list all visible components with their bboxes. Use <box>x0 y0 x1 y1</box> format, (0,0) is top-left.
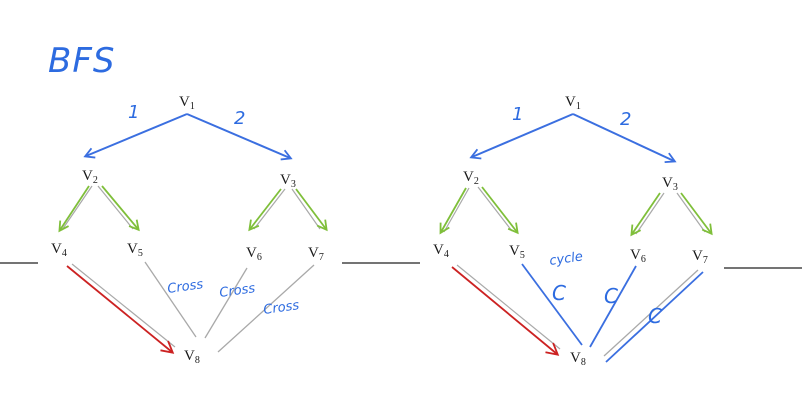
svg-text:V5: V5 <box>127 241 143 259</box>
node-v1: V1 <box>565 94 581 112</box>
svg-text:V4: V4 <box>51 241 67 259</box>
svg-text:V4: V4 <box>433 242 449 260</box>
svg-text:V5: V5 <box>509 243 525 261</box>
node-v4: V4 <box>433 242 449 260</box>
edge-v3-v6-gray <box>253 188 286 230</box>
annotation-cross-2: Cross <box>218 281 256 301</box>
svg-text:V6: V6 <box>246 245 262 263</box>
cycle-edge-v5-v8 <box>521 263 583 346</box>
node-v7: V7 <box>692 248 708 266</box>
left-graph: 1 2 Cross Cross Cross V1 V2 V3 V4 V5 V6 … <box>51 94 328 366</box>
svg-text:V1: V1 <box>565 94 581 112</box>
annotation-cross-3: Cross <box>262 298 300 318</box>
svg-text:V2: V2 <box>463 169 479 187</box>
annotation-c-3: C <box>648 304 662 328</box>
edge-v2-v5 <box>101 185 140 232</box>
edge-v4-v8 <box>451 266 560 356</box>
annotation-cycle: cycle <box>548 249 583 269</box>
order-label-2: 2 <box>234 108 245 129</box>
edge-v2-v4 <box>439 187 467 235</box>
node-v2: V2 <box>463 169 479 187</box>
node-v5: V5 <box>127 241 143 259</box>
svg-text:V8: V8 <box>570 350 586 368</box>
node-v8: V8 <box>184 348 200 366</box>
svg-text:V6: V6 <box>630 247 646 265</box>
annotation-c-2: C <box>604 284 618 308</box>
edge-v3-v7-gray <box>676 192 706 233</box>
order-label-1: 1 <box>512 104 523 125</box>
divider-lines <box>0 262 802 269</box>
edge-v3-v7 <box>680 192 713 236</box>
node-v6: V6 <box>246 245 262 263</box>
cycle-edge-v7-v8-gray <box>603 269 699 357</box>
node-v5: V5 <box>509 243 525 261</box>
edge-v2-v5-gray <box>97 185 134 230</box>
edge-v2-v5-gray <box>477 186 513 232</box>
svg-text:V3: V3 <box>662 175 678 193</box>
svg-text:V3: V3 <box>280 172 296 190</box>
node-v6: V6 <box>630 247 646 265</box>
edge-v4-v8 <box>66 265 175 354</box>
diagram-title: BFS <box>48 41 115 81</box>
node-v7: V7 <box>308 245 324 263</box>
svg-text:V2: V2 <box>82 168 98 186</box>
node-v3: V3 <box>662 175 678 193</box>
edge-v2-v4-gray <box>61 185 93 231</box>
edge-v4-v8-gray <box>456 264 561 350</box>
cross-edge-v5-v8 <box>144 261 197 338</box>
edge-v1-v2 <box>469 113 574 160</box>
annotation-cross-1: Cross <box>166 277 204 297</box>
cross-edge-v7-v8 <box>217 264 315 353</box>
edge-v1-v3 <box>572 113 677 164</box>
annotation-c-1: C <box>552 281 566 305</box>
node-v1: V1 <box>179 94 195 112</box>
edge-v3-v6-gray <box>635 192 665 235</box>
edge-v3-v6 <box>248 188 282 232</box>
edge-v1-v2 <box>83 113 188 159</box>
svg-text:V7: V7 <box>692 248 708 266</box>
cross-edge-v6-v8 <box>204 267 248 339</box>
edge-v2-v4-gray <box>443 187 470 233</box>
edge-v3-v6 <box>630 192 661 237</box>
svg-text:V1: V1 <box>179 94 195 112</box>
svg-text:V7: V7 <box>308 245 324 263</box>
edge-v2-v5 <box>481 186 519 235</box>
node-v3: V3 <box>280 172 296 190</box>
node-v4: V4 <box>51 241 67 259</box>
node-v2: V2 <box>82 168 98 186</box>
edge-v1-v3 <box>186 113 293 161</box>
edge-v4-v8-gray <box>71 263 176 348</box>
right-graph: 1 2 cycle C C C V1 V2 V3 V4 V5 V6 V7 V8 <box>433 94 713 368</box>
edge-v3-v7 <box>295 188 328 232</box>
order-label-1: 1 <box>128 102 139 123</box>
edge-v2-v4 <box>58 185 90 233</box>
order-label-2: 2 <box>620 109 631 130</box>
svg-text:V8: V8 <box>184 348 200 366</box>
cycle-edge-v6-v8 <box>589 265 637 348</box>
node-v8: V8 <box>570 350 586 368</box>
cycle-edge-v7-v8 <box>605 271 704 363</box>
edge-v3-v7-gray <box>291 188 321 230</box>
